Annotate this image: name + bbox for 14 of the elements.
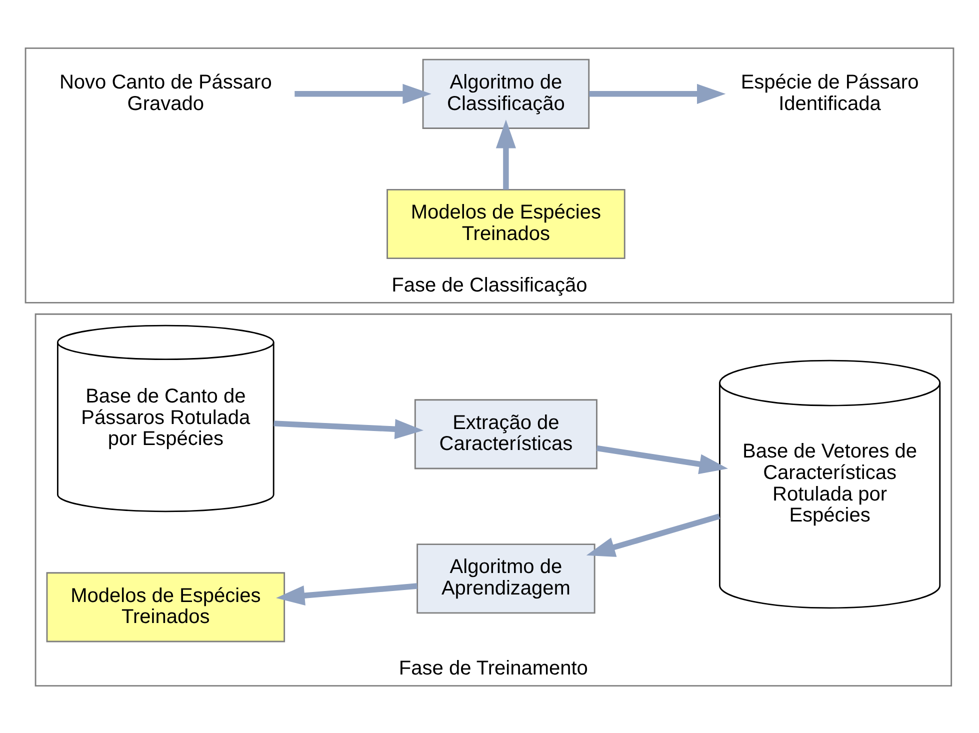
arrow <box>274 418 424 439</box>
node-box: Extração de Características <box>414 398 598 469</box>
arrow <box>586 513 720 556</box>
arrow <box>294 83 432 104</box>
node-box: Algoritmo de Aprendizagem <box>416 543 596 614</box>
arrow <box>496 119 516 189</box>
node-text: Espécie de Pássaro Identificada <box>740 70 919 114</box>
node-text: Novo Canto de Pássaro Gravado <box>59 70 272 114</box>
arrow <box>589 83 726 104</box>
node-box: Modelos de Espécies Treinados <box>46 572 286 642</box>
arrow <box>276 582 418 606</box>
node-box: Algoritmo de Classificação <box>422 58 590 128</box>
arrow <box>596 444 728 474</box>
node-box: Modelos de Espécies Treinados <box>386 188 626 259</box>
